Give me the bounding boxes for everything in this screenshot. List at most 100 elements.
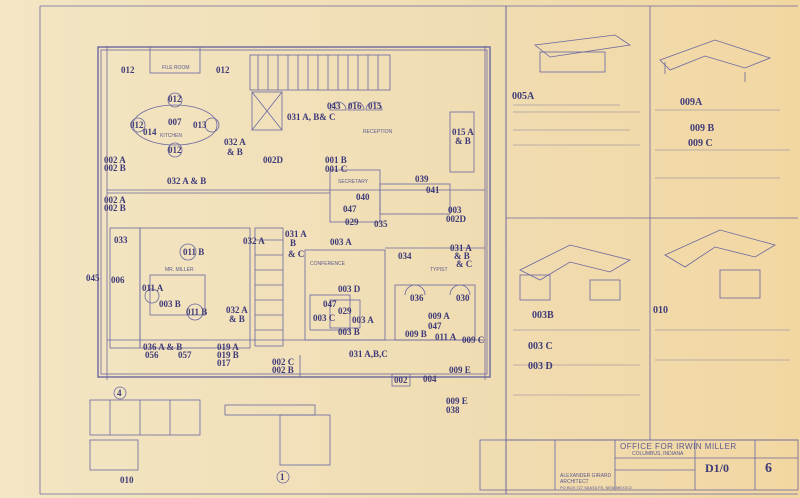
callout-036ab: 036 A & B <box>143 342 183 352</box>
callout-031b: B <box>290 238 297 248</box>
callout-031a: 031 A <box>450 243 472 253</box>
panel-heading-009a: 009A <box>680 97 703 108</box>
callout-010: 010 <box>120 475 134 485</box>
panel-heading-003b: 003B <box>532 310 554 321</box>
callout-012: 012 <box>168 94 182 104</box>
callout-012: 012 <box>121 65 135 75</box>
callout-017: 017 <box>217 358 231 368</box>
callout-056: 056 <box>145 350 159 360</box>
callout-032a: 032 A <box>224 137 246 147</box>
callout-002b: 002 B <box>272 365 294 375</box>
room-label-reception: RECEPTION <box>363 129 393 135</box>
panel-heading-010: 010 <box>653 305 668 316</box>
room-label-conference: CONFERENCE <box>310 261 346 267</box>
room-label-mr-miller: MR. MILLER <box>165 267 194 273</box>
callout-019a: 019 A <box>217 342 239 352</box>
callout-003: 003 <box>448 205 462 215</box>
callout-047: 047 <box>428 321 442 331</box>
callout-032a: 032 A <box>226 305 248 315</box>
callout-002b: 002 B <box>104 203 126 213</box>
detail-marker-1: 1 <box>280 472 285 482</box>
sheet-id: D1/0 <box>705 461 729 475</box>
callout-031abc: 031 A,B,C <box>349 349 388 359</box>
panel-heading-003d: 003 D <box>528 361 553 372</box>
callout-015a: 015 A <box>452 127 474 137</box>
callout-031abc: 031 A, B& C <box>287 112 336 122</box>
callout-047: 047 <box>343 204 357 214</box>
callout-031a: 031 A <box>285 229 307 239</box>
callout-009e: 009 E <box>446 396 468 406</box>
callout-029: 029 <box>338 306 352 316</box>
room-label-typist: TYPIST <box>430 267 448 273</box>
callout-036: 036 <box>410 293 424 303</box>
callout-041: 041 <box>426 185 440 195</box>
callout-009a: 009 A <box>428 311 450 321</box>
room-label-secretary: SECRETARY <box>338 179 369 185</box>
callout-057: 057 <box>178 350 192 360</box>
architect-label: ARCHITECT <box>560 479 589 485</box>
architect-name: ALEXANDER GIRARD <box>560 473 612 479</box>
callout-011b: 011 B <box>186 307 208 317</box>
panel-heading-009b: 009 B <box>690 123 715 134</box>
callout-032a: 032 A <box>243 236 265 246</box>
callout-003b: 003 B <box>159 299 181 309</box>
callout-043: 043 <box>327 101 341 111</box>
callout-034: 034 <box>398 251 412 261</box>
callout-031c: & C <box>288 249 305 259</box>
panel-heading-005a: 005A <box>512 91 535 102</box>
callout-003c: 003 C <box>313 313 336 323</box>
panel-heading-003c: 003 C <box>528 341 553 352</box>
callout-013: 013 <box>193 120 207 130</box>
callout-031b: & B <box>454 251 470 261</box>
callout-047: 047 <box>323 299 337 309</box>
callout-007: 007 <box>168 117 182 127</box>
callout-029: 029 <box>345 217 359 227</box>
callout-032b: & B <box>229 314 245 324</box>
project-subtitle: COLUMBUS, INDIANA <box>632 451 684 457</box>
callout-019b: 019 B <box>217 350 239 360</box>
callout-009b: 009 B <box>405 329 427 339</box>
callout-006: 006 <box>111 275 125 285</box>
callout-002a: 002 A <box>104 155 126 165</box>
callout-040: 040 <box>356 192 370 202</box>
callout-002b: 002 B <box>104 163 126 173</box>
callout-011b: 011 B <box>183 247 205 257</box>
project-title: OFFICE FOR IRWIN MILLER <box>620 442 737 451</box>
room-label-kitchen: KITCHEN <box>160 133 182 139</box>
callout-002: 002 <box>394 375 408 385</box>
panel-heading-009c: 009 C <box>688 138 713 149</box>
callout-012: 012 <box>130 120 144 130</box>
callout-003d: 003 D <box>338 284 361 294</box>
callout-015b: & B <box>455 136 471 146</box>
callout-030: 030 <box>456 293 470 303</box>
callout-011a: 011 A <box>435 332 457 342</box>
callout-012: 012 <box>168 145 182 155</box>
callout-033: 033 <box>114 235 128 245</box>
callout-012: 012 <box>216 65 230 75</box>
callout-004: 004 <box>423 374 437 384</box>
callout-003a: 003 A <box>330 237 352 247</box>
callout-016: 016 <box>348 101 362 111</box>
callout-002d: 002D <box>446 214 466 224</box>
callout-031c: & C <box>456 259 473 269</box>
callout-015: 015 <box>368 101 382 111</box>
callout-001c: 001 C <box>325 164 348 174</box>
callout-032ab: 032 A & B <box>167 176 207 186</box>
callout-002c: 002 C <box>272 357 295 367</box>
callout-032b: & B <box>227 147 243 157</box>
callout-011a: 011 A <box>142 283 164 293</box>
architect-address: PO BOX 727 SANTA FE, NEW MEXICO <box>560 485 632 490</box>
callout-009c: 009 C <box>462 335 485 345</box>
detail-marker-4: 4 <box>117 388 122 398</box>
callout-039: 039 <box>415 174 429 184</box>
callout-001b: 001 B <box>325 155 347 165</box>
sheet-number: 6 <box>765 461 772 476</box>
callout-003a: 003 A <box>352 315 374 325</box>
callout-014: 014 <box>143 127 157 137</box>
callout-045: 045 <box>86 273 100 283</box>
callout-002a: 002 A <box>104 195 126 205</box>
callout-009e: 009 E <box>449 365 471 375</box>
callout-003b: 003 B <box>338 327 360 337</box>
